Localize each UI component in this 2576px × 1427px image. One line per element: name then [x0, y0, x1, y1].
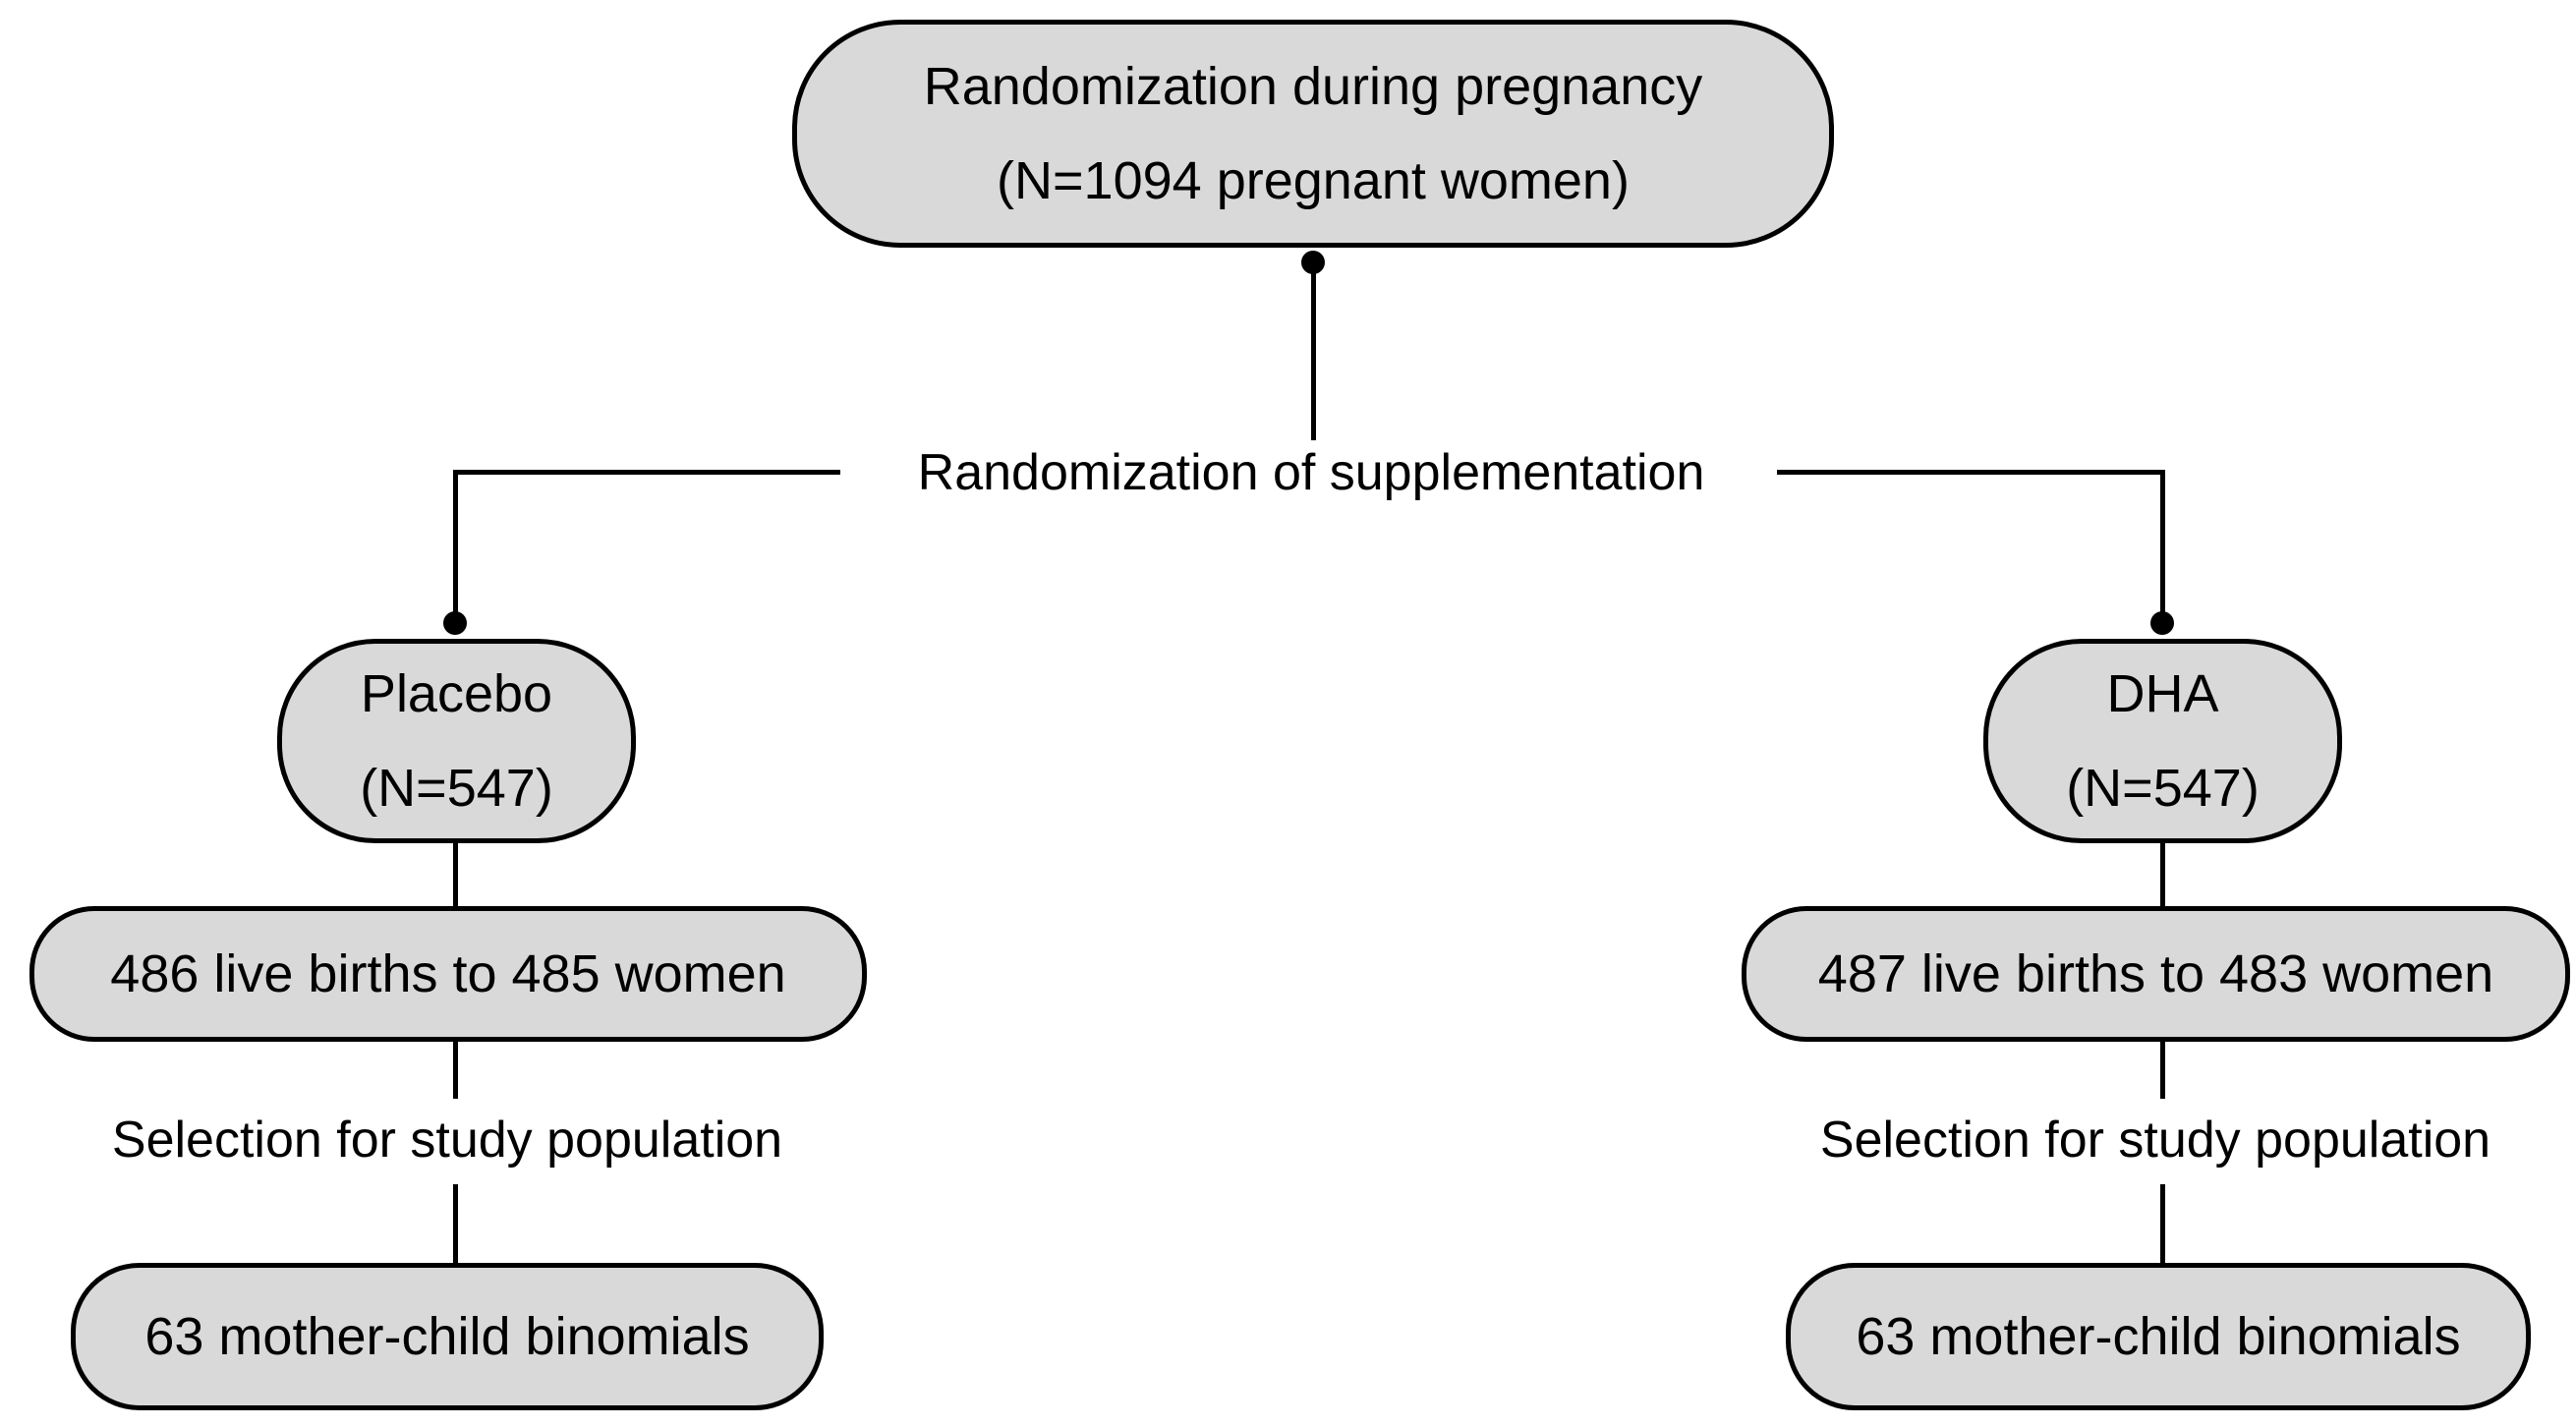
dha-node-line1: DHA — [2106, 663, 2219, 723]
connector-right-drop — [2160, 470, 2165, 615]
selection-label-left: Selection for study population — [111, 1112, 783, 1169]
selection-label-right: Selection for study population — [1819, 1112, 2491, 1169]
connector-left-drop — [453, 470, 458, 615]
branch-line-left — [455, 470, 840, 475]
randomization-node-line2: (N=1094 pregnant women) — [997, 151, 1630, 210]
placebo-binomials-text: 63 mother-child binomials — [144, 1306, 750, 1366]
junction-dot-right — [2150, 611, 2174, 635]
placebo-node: Placebo (N=547) — [277, 639, 636, 843]
dha-node-line2: (N=547) — [2066, 759, 2260, 818]
randomization-node-line1: Randomization during pregnancy — [923, 56, 1703, 116]
dha-births-node: 487 live births to 483 women — [1742, 906, 2570, 1042]
connector-right-selection-upper — [2160, 1042, 2165, 1099]
placebo-node-line1: Placebo — [360, 663, 553, 723]
placebo-binomials-node: 63 mother-child binomials — [71, 1263, 824, 1410]
connector-left-selection-lower — [453, 1184, 458, 1263]
branch-label: Randomization of supplementation — [917, 444, 1705, 501]
dha-binomials-node: 63 mother-child binomials — [1786, 1263, 2531, 1410]
dha-node: DHA (N=547) — [1983, 639, 2342, 843]
placebo-node-line2: (N=547) — [360, 759, 553, 818]
dha-binomials-text: 63 mother-child binomials — [1856, 1306, 2461, 1366]
placebo-births-node: 486 live births to 485 women — [29, 906, 867, 1042]
randomization-node: Randomization during pregnancy (N=1094 p… — [792, 20, 1834, 248]
junction-dot-left — [443, 611, 467, 635]
dha-births-text: 487 live births to 483 women — [1817, 943, 2494, 1003]
connector-right-selection-lower — [2160, 1184, 2165, 1263]
branch-line-right — [1777, 470, 2162, 475]
connector-top-vertical — [1311, 254, 1316, 440]
connector-placebo-births — [453, 843, 458, 906]
connector-dha-births — [2160, 843, 2165, 906]
placebo-births-text: 486 live births to 485 women — [110, 943, 786, 1003]
connector-left-selection-upper — [453, 1042, 458, 1099]
